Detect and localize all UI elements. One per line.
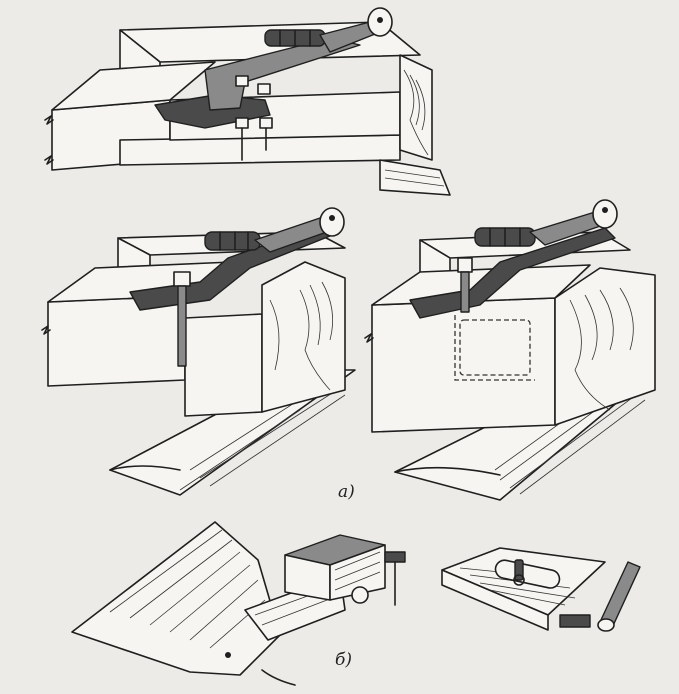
label-a: а) — [338, 482, 355, 502]
middle-left-assembly — [41, 207, 356, 496]
middle-right-assembly — [364, 199, 656, 501]
label-b: б) — [335, 650, 353, 670]
top-assembly — [44, 7, 451, 196]
plate-with-slot — [441, 547, 641, 632]
scraper-with-clamp — [71, 521, 406, 686]
